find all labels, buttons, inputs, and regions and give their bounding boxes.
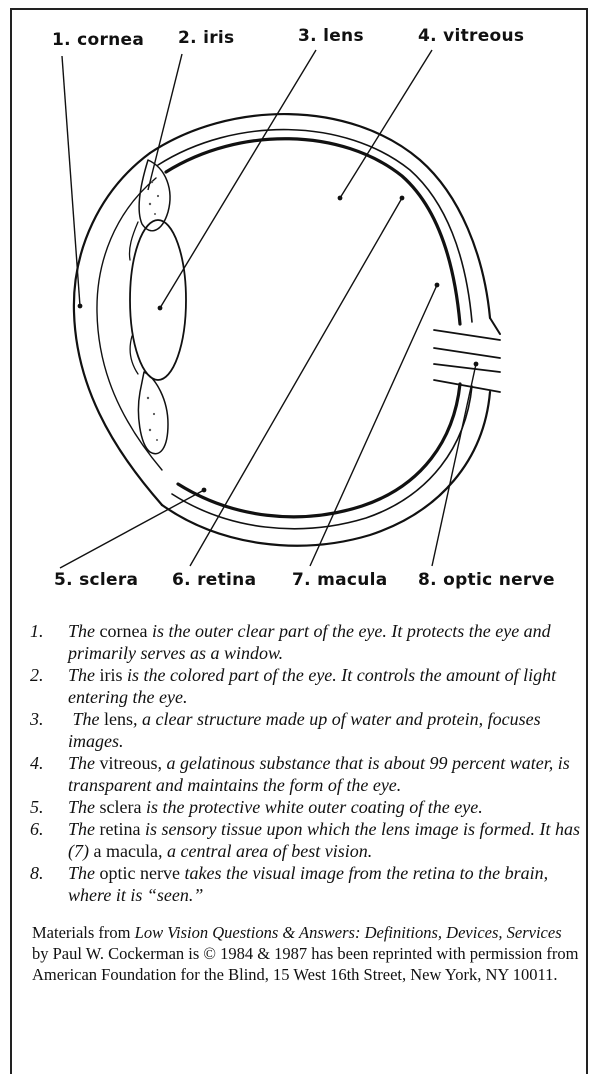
leader-cornea [62, 56, 80, 306]
item-text: is the colored part of the eye. It contr… [68, 665, 556, 707]
item-text: The [68, 819, 100, 839]
label-retina: 6. retina [172, 570, 256, 590]
description-item: 1. The cornea is the outer clear part of… [30, 620, 585, 664]
label-optic-nerve: 8. optic nerve [418, 570, 555, 590]
description-item: 5. The sclera is the protective white ou… [30, 796, 585, 818]
label-cornea: 1. cornea [52, 30, 144, 50]
dot-macula [435, 283, 440, 288]
book-title: Low Vision Questions & Answers: Definiti… [135, 923, 562, 942]
description-item: 4. The vitreous, a gelatinous substance … [30, 752, 585, 796]
item-text: The [68, 753, 100, 773]
optic-nerve-upper [490, 318, 500, 334]
label-vitreous: 4. vitreous [418, 26, 524, 46]
leader-optic-nerve [432, 364, 476, 566]
item-term: sclera [100, 797, 142, 817]
description-item: 2. The iris is the colored part of the e… [30, 664, 585, 708]
description-item: 6. The retina is sensory tissue upon whi… [30, 818, 585, 862]
item-number: 2. [30, 664, 44, 686]
item-number: 3. [30, 708, 44, 730]
item-term: iris [100, 665, 123, 685]
item-text: The [68, 621, 100, 641]
eye-diagram [0, 0, 600, 610]
item-text: The [68, 665, 100, 685]
item-number: 5. [30, 796, 44, 818]
dot-retina [400, 196, 405, 201]
dot-optic-nerve [474, 362, 479, 367]
dot-lens [158, 306, 163, 311]
item-term: lens [104, 709, 133, 729]
dot-cornea [78, 304, 83, 309]
label-lens: 3. lens [298, 26, 364, 46]
leader-macula [310, 285, 437, 566]
dot-vitreous [338, 196, 343, 201]
source-credit: Materials from Low Vision Questions & An… [32, 922, 580, 985]
item-number: 8. [30, 862, 44, 884]
item-term: macula [106, 841, 158, 861]
item-text: , a clear structure made up of water and… [68, 709, 541, 751]
lens-shape [130, 220, 186, 380]
label-sclera: 5. sclera [54, 570, 138, 590]
item-number: 1. [30, 620, 44, 642]
leader-iris [148, 54, 182, 190]
item-number: 4. [30, 752, 44, 774]
dot-sclera [202, 488, 207, 493]
credit-rest: by Paul W. Cockerman is © 1984 & 1987 ha… [32, 944, 578, 984]
item-term: optic nerve [100, 863, 180, 883]
item-text: The [68, 797, 100, 817]
credit-lead: Materials from [32, 923, 135, 942]
item-text: , a central area of best vision. [158, 841, 372, 861]
description-item: 8. The optic nerve takes the visual imag… [30, 862, 585, 906]
item-term: a [94, 841, 102, 861]
item-term: cornea [100, 621, 148, 641]
label-macula: 7. macula [292, 570, 388, 590]
optic-nerve-outline [434, 330, 500, 392]
description-item: 3. The lens, a clear structure made up o… [30, 708, 585, 752]
item-text: is the protective white outer coating of… [141, 797, 482, 817]
leader-sclera [60, 490, 204, 568]
item-number: 6. [30, 818, 44, 840]
leader-lens [160, 50, 316, 308]
description-list: 1. The cornea is the outer clear part of… [30, 620, 585, 906]
retina-line [166, 139, 460, 517]
iris-lower [138, 372, 168, 454]
choroid-line [158, 130, 472, 529]
item-text: The [68, 863, 100, 883]
item-text: The [68, 709, 104, 729]
item-term: retina [100, 819, 141, 839]
leader-retina [190, 198, 402, 566]
label-iris: 2. iris [178, 28, 234, 48]
item-term: vitreous [100, 753, 158, 773]
